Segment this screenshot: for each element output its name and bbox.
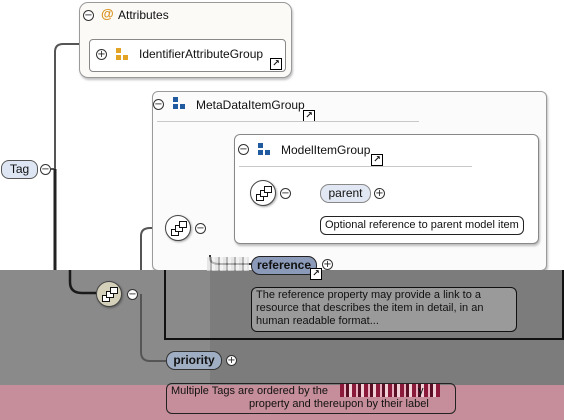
choice-compositor-icon[interactable] (165, 215, 191, 241)
reference-element[interactable]: reference (251, 256, 317, 275)
metadata-item-group-divider (157, 121, 419, 122)
tag-label: Tag (9, 162, 30, 176)
tag-element[interactable]: Tag (1, 160, 38, 179)
priority-expand-toggle[interactable]: + (226, 355, 237, 366)
model-item-group-collapse-toggle[interactable]: − (238, 144, 249, 155)
reference-link-icon[interactable]: ↗ (270, 58, 282, 70)
group-icon (173, 97, 185, 109)
group-icon (258, 143, 270, 155)
sequence-compositor-icon[interactable] (250, 180, 276, 206)
identifier-attribute-group-box[interactable] (89, 39, 286, 72)
metadata-item-group-link-icon[interactable]: ↗ (303, 110, 315, 122)
glitch-band-pink (0, 385, 564, 420)
metadata-item-group-collapse-toggle[interactable]: − (153, 99, 164, 110)
attribute-group-icon (116, 48, 128, 60)
model-item-group-link-icon[interactable]: ↗ (371, 154, 383, 166)
attributes-title: Attributes (118, 8, 169, 22)
at-sign-icon: @ (101, 6, 114, 21)
outer-sequence-collapse-toggle[interactable]: − (127, 289, 138, 300)
parent-expand-toggle[interactable]: + (374, 188, 385, 199)
model-item-group-divider (239, 166, 472, 167)
outer-sequence-compositor-icon[interactable] (96, 281, 122, 307)
parent-label: parent (328, 186, 363, 200)
priority-element[interactable]: priority (166, 351, 222, 370)
reference-element-link-icon[interactable]: ↗ (310, 268, 322, 280)
priority-label: priority (173, 353, 215, 367)
parent-annotation: Optional reference to parent model item (320, 216, 524, 235)
metadata-item-group-title: MetaDataItemGroup (196, 98, 305, 112)
reference-pixel-noise (207, 257, 249, 271)
reference-expand-toggle[interactable]: + (322, 259, 333, 270)
glitch-band-noise (340, 383, 440, 397)
attributes-collapse-toggle[interactable]: − (83, 10, 94, 21)
identifier-attribute-group-label: IdentifierAttributeGroup (139, 47, 264, 61)
reference-annotation: The reference property may provide a lin… (251, 287, 517, 332)
choice-collapse-toggle[interactable]: − (195, 223, 206, 234)
reference-label: reference (256, 258, 312, 272)
identifier-attribute-group-expand-toggle[interactable]: + (96, 49, 107, 60)
sequence-collapse-toggle[interactable]: − (280, 188, 291, 199)
parent-element[interactable]: parent (320, 184, 371, 203)
tag-collapse-toggle[interactable]: − (40, 164, 51, 175)
model-item-group-title: ModelItemGroup (281, 143, 371, 157)
